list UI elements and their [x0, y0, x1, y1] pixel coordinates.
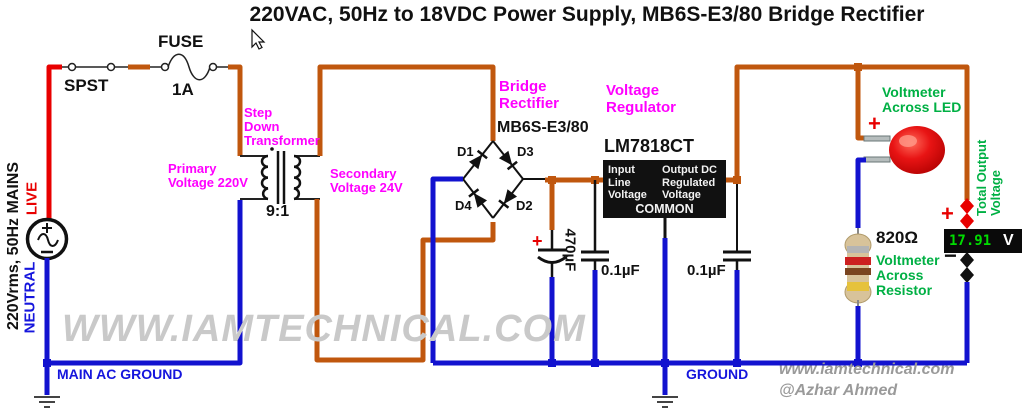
mains-label: 220Vrms, 50Hz MAINS [5, 161, 22, 331]
author-credit: @Azhar Ahmed [779, 382, 898, 399]
live-label: LIVE [23, 181, 41, 216]
main-ac-ground-label: MAIN AC GROUND [57, 366, 183, 382]
led-body [889, 126, 945, 174]
cap1-plate-negative [537, 255, 567, 264]
diode-label-d1: D1 [457, 144, 474, 159]
fuse-rating: 1A [172, 80, 194, 99]
regulator-common-pin-label: COMMON [635, 202, 694, 216]
neutral-label: NEUTRAL [21, 261, 39, 334]
earth-ground-symbol [34, 396, 60, 408]
primary-coil [260, 154, 269, 201]
live-wire [46, 64, 62, 220]
regulator-part-number: LM7818CT [604, 136, 695, 156]
diode-label-d4: D4 [455, 198, 472, 213]
transformer-name: Step Down Transformer [244, 105, 320, 148]
diode-label-d2: D2 [516, 198, 533, 213]
dc-negative-wire [430, 176, 463, 363]
voltmeter-minus: − [944, 243, 957, 268]
fuse-label: FUSE [158, 32, 204, 51]
diode-label-d3: D3 [517, 144, 534, 159]
led-anode-plus: + [868, 111, 881, 136]
ground-label: GROUND [686, 366, 749, 382]
secondary-coil [293, 154, 302, 201]
resistor-band-gray [847, 246, 869, 253]
watermark: WWW.IAMTECHNICAL.COM [62, 308, 586, 350]
resistor-band-brown [845, 268, 871, 275]
switch-terminal-left [67, 62, 77, 72]
cap2-value: 0.1µF [601, 262, 640, 279]
fuse-terminal-left [160, 62, 170, 72]
secondary-bottom-wire [314, 199, 496, 363]
junction-dot [43, 359, 51, 367]
bridge-label: Bridge Rectifier [499, 78, 560, 112]
led-highlight [899, 135, 917, 147]
cap1-polarity-plus: + [532, 231, 543, 251]
junction-dot [854, 359, 862, 367]
regulator-body [603, 160, 726, 218]
voltmeter-display [944, 229, 1022, 253]
primary-voltage-label: Primary Voltage 220V [168, 161, 248, 190]
polarity-dot [270, 147, 274, 151]
earth-ground-symbol [652, 396, 678, 408]
primary-return-wire [47, 200, 243, 366]
voltmeter-across-led-label: Voltmeter Across LED [882, 84, 962, 115]
voltmeter-reading: 17.91 [949, 233, 992, 249]
voltmeter-across-resistor-label: Voltmeter Across Resistor [876, 252, 940, 298]
page-title: 220VAC, 50Hz to 18VDC Power Supply, MB6S… [249, 3, 925, 26]
cap3-value: 0.1µF [687, 262, 726, 279]
resistor-band-gold [847, 282, 869, 291]
secondary-top-wire [317, 64, 496, 156]
resistor-band-red [845, 257, 871, 265]
ac-sine-mark [37, 233, 59, 247]
bridge-part-number: MB6S-E3/80 [497, 119, 589, 136]
spst-label: SPST [64, 76, 109, 95]
probe-diamond-negative [960, 267, 974, 283]
probe-diamond-positive [960, 213, 974, 229]
led-cathode-wire [855, 157, 866, 228]
diode-d1 [468, 149, 488, 170]
voltmeter-unit: V [1003, 232, 1014, 249]
regulator-input-pin-label: Input Line Voltage [608, 164, 647, 201]
switch-terminal-right [106, 62, 116, 72]
led-anode-wire [855, 67, 866, 141]
voltmeter-plus: + [941, 201, 954, 226]
regulator-output-pin-label: Output DC Regulated Voltage [662, 164, 717, 201]
diode-d4 [468, 188, 488, 208]
probe-diamond-positive [960, 198, 974, 214]
junction-dot [548, 359, 556, 367]
site-url: www.iamtechnical.com [779, 361, 955, 378]
fuse-terminal-right [208, 62, 218, 72]
resistor-value: 820Ω [876, 228, 918, 247]
total-output-voltage-label: Total Output Voltage [974, 139, 1003, 216]
secondary-voltage-label: Secondary Voltage 24V [330, 166, 403, 195]
regulator-label: Voltage Regulator [606, 82, 677, 116]
led-leg [863, 156, 891, 163]
fuse-element [167, 53, 211, 81]
turns-ratio: 9:1 [266, 203, 290, 220]
diode-d3 [498, 150, 518, 171]
junction-dot [591, 359, 599, 367]
led-leg [863, 135, 891, 142]
junction-dot [733, 359, 741, 367]
mouse-cursor [251, 28, 266, 50]
junction-dot [733, 176, 741, 184]
primary-wire [228, 64, 243, 156]
cap1-value: 470µF [561, 228, 579, 272]
diode-d2 [498, 189, 518, 209]
probe-diamond-negative [960, 252, 974, 268]
